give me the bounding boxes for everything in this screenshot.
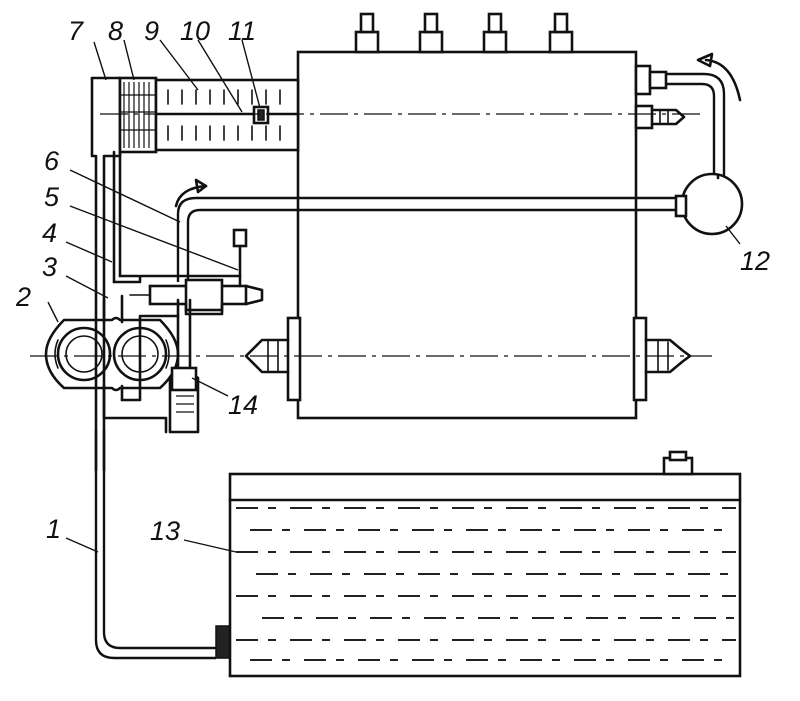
part-labels: 7 8 9 10 11 6 5 4 3 2 14 12 13 1 [15,16,770,546]
leader-lines [47,39,741,553]
right-side-fittings [634,64,686,130]
label-7: 7 [68,16,84,46]
label-8: 8 [108,16,123,46]
filter-assembly [90,76,300,472]
label-2: 2 [15,282,31,312]
supply-line-6 [176,196,676,282]
hand-priming-pump-5 [112,228,264,316]
label-14: 14 [228,390,258,420]
label-5: 5 [44,182,60,212]
filter-element-8 [121,82,155,148]
bypass-valve-14 [102,298,200,434]
spring-9 [167,89,281,141]
fuel-tank-13 [228,450,742,678]
fuel-filter-12 [674,172,744,236]
return-line [666,72,726,178]
label-6: 6 [44,146,60,176]
label-4: 4 [42,218,57,248]
label-13: 13 [150,516,180,546]
center-lines [30,113,712,357]
injection-pump-body [244,12,692,420]
gear-pump-2 [44,294,180,402]
label-9: 9 [144,16,159,46]
label-12: 12 [740,246,770,276]
label-10: 10 [180,16,210,46]
suction-pipe-1 [94,430,231,660]
fuel-level [236,507,736,661]
label-1: 1 [46,514,61,544]
flow-arrows [174,52,742,208]
label-11: 11 [228,16,256,46]
delivery-valve-fittings [354,12,574,54]
label-3: 3 [42,252,57,282]
